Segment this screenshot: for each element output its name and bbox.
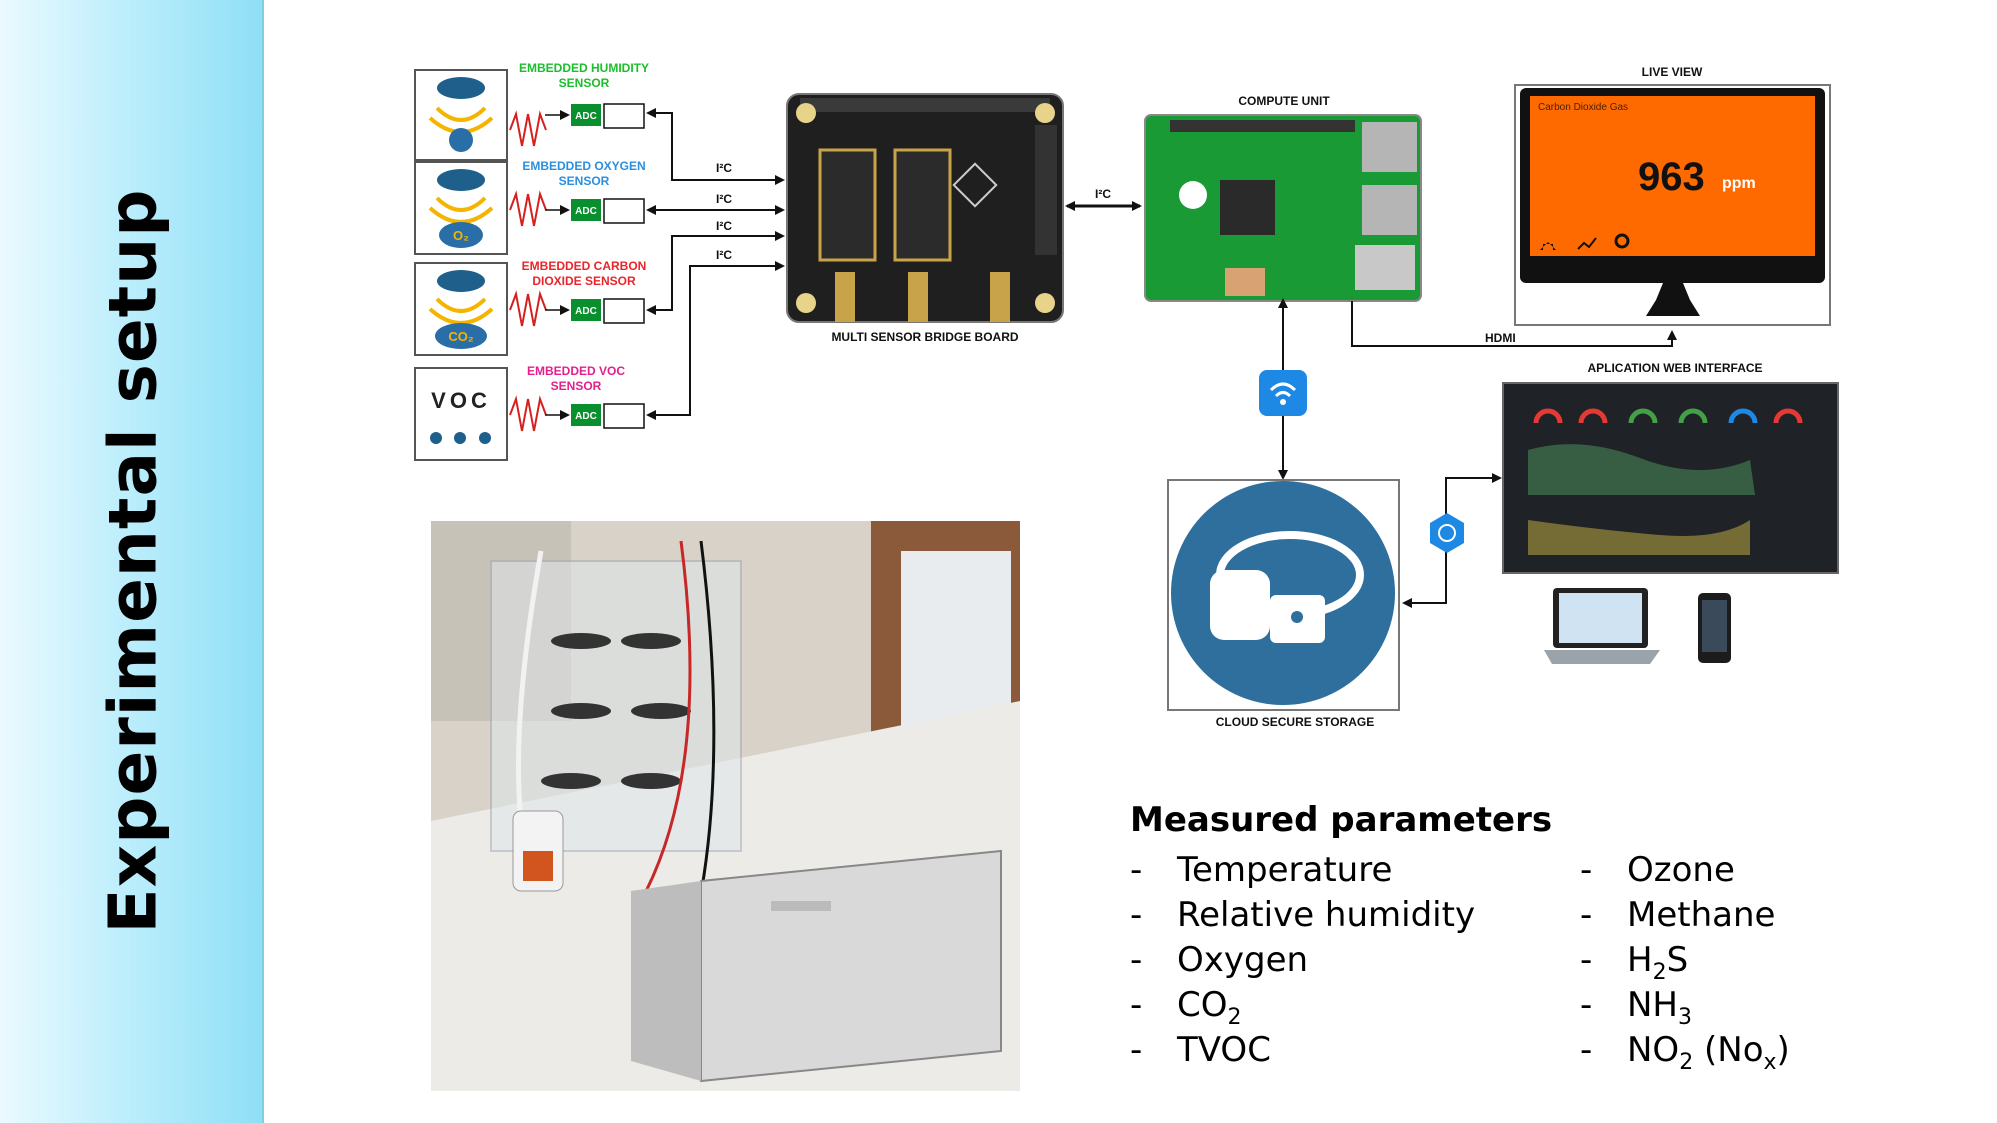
co2-sensor-label-2: DIOXIDE SENSOR [532,274,636,288]
laptop-icon [1544,588,1660,664]
co2-value: 963 [1638,155,1705,199]
adc-label: ADC [575,206,597,217]
i2c-label: I²C [716,192,732,206]
adc-label: ADC [575,111,597,122]
database-icon [1210,570,1270,640]
voc-symbol: VOC [431,388,491,413]
hdmi-label: HDMI [1485,331,1516,345]
humidity-sensor-label-1: EMBEDDED HUMIDITY [519,61,649,75]
voc-sensor-box [414,367,508,461]
voc-sensor-label-1: EMBEDDED VOC [527,364,625,378]
bridge-board-label: MULTI SENSOR BRIDGE BOARD [831,330,1018,344]
params-heading: Measured parameters [1130,800,1553,840]
humidity-drop-icon [449,128,473,152]
compute-unit: COMPUTE UNIT [1144,94,1422,302]
oxygen-sensor-label-1: EMBEDDED OXYGEN [522,159,645,173]
title-sidebar: Experimental setup [0,0,264,1123]
screen-title: Carbon Dioxide Gas [1538,102,1628,113]
cloud-storage-circle [1171,481,1395,705]
experimental-setup-photo [431,521,1020,1091]
param-item: -Temperature [1130,850,1393,890]
param-item: -Relative humidity [1130,895,1476,935]
oxygen-sensor: O₂ EMBEDDED OXYGEN SENSOR ADC [414,159,646,255]
settings-icon [1614,233,1630,249]
adc-label: ADC [575,411,597,422]
compute-unit-label: COMPUTE UNIT [1238,94,1330,108]
i2c-label: I²C [716,161,732,175]
adc-label: ADC [575,306,597,317]
phone-icon [1698,593,1731,663]
voc-sensor: VOC EMBEDDED VOC SENSOR ADC [414,364,645,461]
param-item: -NO2 (Nox) [1580,1030,1790,1075]
oxygen-cloud-icon [439,222,483,248]
param-item: -CO2 [1130,985,1242,1030]
oxygen-symbol: O₂ [453,228,469,243]
humidity-sensor: EMBEDDED HUMIDITY SENSOR ADC [414,61,649,161]
live-view-label: LIVE VIEW [1642,65,1703,79]
param-item: -Oxygen [1130,940,1309,980]
live-view-monitor: LIVE VIEW Carbon Dioxide Gas 963 ppm [1514,65,1831,326]
co2-symbol: CO₂ [448,329,474,344]
bridge-board: MULTI SENSOR BRIDGE BOARD [786,93,1064,344]
co2-unit: ppm [1722,175,1756,192]
params-column-2: -Ozone -Methane -H2S -NH3 -NO2 (Nox) [1580,848,1790,1075]
monitor-stand [1646,283,1700,316]
params-column-1: -Temperature -Relative humidity -Oxygen … [1130,848,1475,1073]
cloud-storage-label: CLOUD SECURE STORAGE [1216,715,1374,729]
antenna-connector [835,272,855,322]
antenna-connector [908,272,928,322]
co2-cloud-icon [435,323,487,349]
oxygen-sensor-label-2: SENSOR [559,174,610,188]
cloud-storage: CLOUD SECURE STORAGE [1167,479,1400,729]
antenna-connector [990,272,1010,322]
i2c-label: I²C [716,248,732,262]
co2-sensor-label-1: EMBEDDED CARBON [522,259,647,273]
i2c-bus-lines [646,108,785,420]
co2-sensor: CO₂ EMBEDDED CARBON DIOXIDE SENSOR ADC [414,259,647,356]
humidity-sensor-label-2: SENSOR [559,76,610,90]
chart-icon [1577,237,1597,250]
i2c-label: I²C [1095,187,1111,201]
sensor-cap-icon [437,77,485,99]
raspberry-logo-icon [1179,181,1207,209]
voc-sensor-label-2: SENSOR [551,379,602,393]
hdmi-link [1351,301,1677,347]
monitor-screen [1530,96,1815,256]
web-interface-label: APLICATION WEB INTERFACE [1587,361,1762,375]
param-item: -NH3 [1580,985,1692,1030]
home-icon [1540,242,1556,250]
web-interface: APLICATION WEB INTERFACE [1502,361,1839,574]
param-item: -Ozone [1580,850,1735,890]
adc-chip [571,104,601,126]
param-item: -Methane [1580,895,1776,935]
globe-icon [1430,513,1464,553]
i2c-label: I²C [716,219,732,233]
param-item: -H2S [1580,940,1689,985]
measured-parameters: Measured parameters -Temperature -Relati… [1130,800,1830,1074]
param-item: -TVOC [1130,1030,1271,1070]
